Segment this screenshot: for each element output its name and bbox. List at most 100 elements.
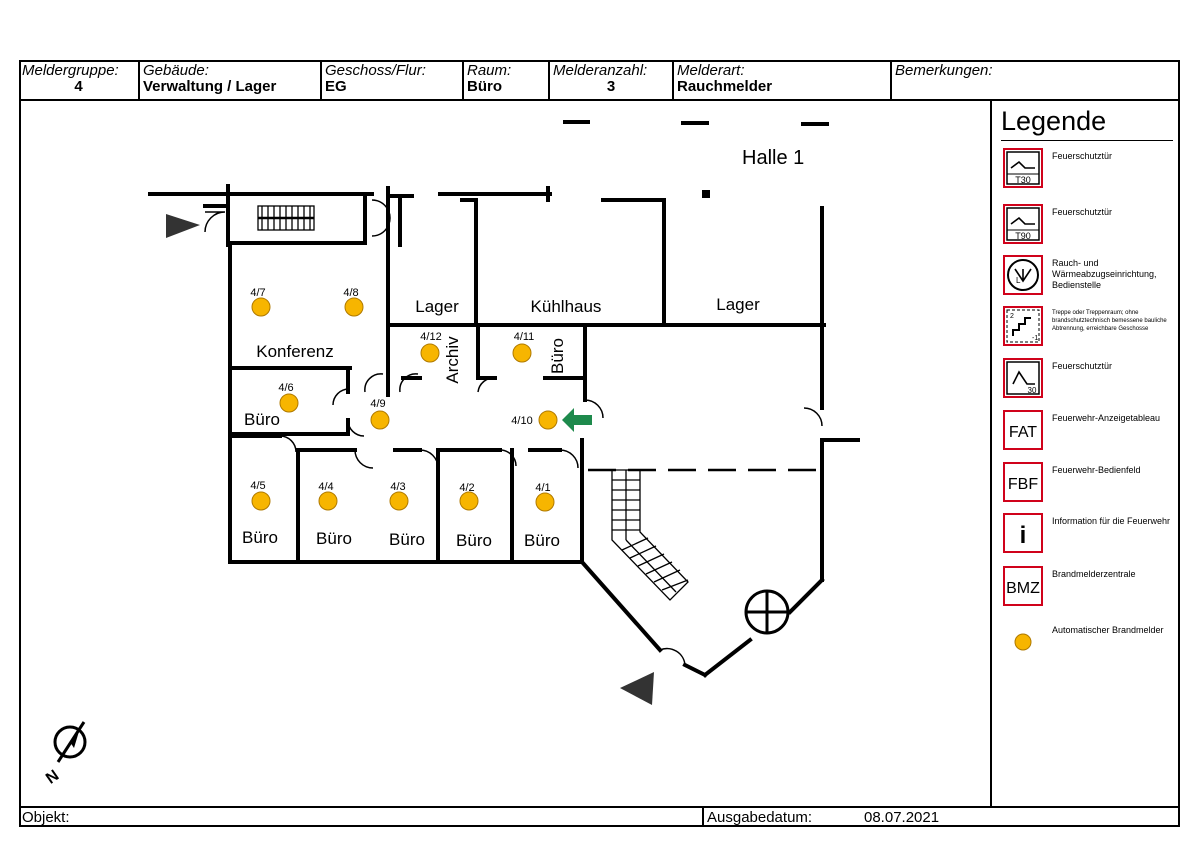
svg-text:BMZ: BMZ (1006, 580, 1040, 597)
smoke-detector-icon[interactable] (512, 343, 532, 363)
smoke-detector-icon[interactable] (459, 491, 479, 511)
smoke-detector-icon[interactable] (538, 410, 558, 430)
detector-label: 4/11 (514, 331, 535, 343)
fat-icon: FAT (1003, 410, 1043, 450)
bemerkungen-cell: Bemerkungen: (892, 60, 1176, 99)
detector-label: 4/1 (535, 482, 550, 494)
detector-label: 4/12 (420, 331, 441, 343)
objekt-label: Objekt: (22, 809, 70, 826)
smoke-detector-icon[interactable] (420, 343, 440, 363)
raum-label: Raum: (467, 62, 512, 79)
info-icon: i (1003, 513, 1043, 553)
entrance-arrow-icon (620, 672, 654, 705)
smoke-detector-icon[interactable] (344, 297, 364, 317)
legend-item-text: Brandmelderzentrale (1052, 569, 1136, 579)
bmz-icon: BMZ (1003, 566, 1043, 606)
melderanzahl-label: Melderanzahl: (553, 62, 648, 79)
melderart-cell: Melderart: Rauchmelder (674, 60, 892, 99)
room-label: Kühlhaus (531, 297, 602, 316)
svg-text:FAT: FAT (1009, 424, 1037, 441)
geschoss-label: Geschoss/Flur: (325, 62, 426, 79)
smoke-vent-icon: L (1003, 255, 1043, 295)
svg-text:T90: T90 (1015, 231, 1031, 241)
bemerkungen-label: Bemerkungen: (895, 62, 993, 79)
legend-item-text: Feuerschutztür (1052, 151, 1113, 161)
detector-label: 4/4 (318, 481, 333, 493)
melderanzahl-cell: Melderanzahl: 3 (550, 60, 674, 99)
legend-item-text: Feuerwehr-Anzeigetableau (1052, 413, 1161, 423)
detector-label: 4/8 (343, 287, 358, 299)
room-label: Lager (415, 297, 459, 316)
smoke-detector-icon[interactable] (318, 491, 338, 511)
raum-value: Büro (467, 78, 502, 95)
gebaeude-cell: Gebäude: Verwaltung / Lager (140, 60, 322, 99)
smoke-detector-icon[interactable] (535, 492, 555, 512)
raum-cell: Raum: Büro (464, 60, 550, 99)
smoke-detector-icon[interactable] (389, 491, 409, 511)
detector-label: 4/10 (511, 415, 532, 427)
detector-label: 4/2 (459, 482, 474, 494)
room-label: Konferenz (256, 342, 334, 361)
entrance-arrow-icon (166, 214, 200, 238)
svg-text:30: 30 (1028, 386, 1037, 395)
room-label: Büro (548, 338, 567, 374)
ausgabedatum-value: 08.07.2021 (864, 809, 940, 826)
drawing-frame (19, 60, 1180, 827)
fbf-icon: FBF (1003, 462, 1043, 502)
fire-door-30-icon: 30 (1003, 358, 1043, 398)
detector-label: 4/9 (370, 398, 385, 410)
svg-text:L: L (1016, 276, 1021, 285)
north-arrow-icon (53, 721, 87, 763)
svg-text:T30: T30 (1015, 175, 1031, 185)
title-block: Meldergruppe: 4 Gebäude: Verwaltung / La… (19, 60, 1180, 101)
melderanzahl-value: 3 (606, 78, 616, 95)
room-label: Büro (456, 531, 492, 550)
svg-text:2: 2 (1010, 313, 1014, 320)
room-label: Lager (716, 295, 760, 314)
legend-title: Legende (1001, 106, 1107, 136)
detector-icon (1003, 622, 1043, 662)
svg-text:-1: -1 (1032, 335, 1038, 342)
legend-divider (1001, 140, 1173, 141)
smoke-detector-icon[interactable] (370, 410, 390, 430)
legend-item-text: Automatischer Brandmelder (1052, 625, 1164, 635)
geschoss-value: EG (325, 78, 347, 95)
legend-item-text: Feuerschutztür (1052, 207, 1113, 217)
melderart-label: Melderart: (677, 62, 745, 79)
legend-item-text: Feuerschutztür (1052, 361, 1113, 371)
melderart-value: Rauchmelder (677, 78, 773, 95)
room-label: Büro (316, 529, 352, 548)
room-label: Büro (244, 410, 280, 429)
hall-label: Halle 1 (742, 147, 804, 169)
svg-text:FBF: FBF (1008, 476, 1038, 493)
legend-item-text: Rauch- und Wärmeabzugseinrichtung, Bedie… (1052, 258, 1157, 290)
north-label: N (43, 767, 62, 788)
legend-item-text: Treppe oder Treppenraum; ohne brandschut… (1052, 310, 1167, 332)
staircase-icon: 2 -1 (1003, 306, 1043, 346)
crosshair-circle-icon (744, 589, 790, 635)
escape-route-arrow-icon (562, 408, 592, 432)
footer-divider (702, 806, 704, 827)
room-label: Büro (524, 531, 560, 550)
smoke-detector-icon[interactable] (251, 297, 271, 317)
detector-label: 4/6 (278, 382, 293, 394)
footer-row: Objekt: Ausgabedatum: 08.07.2021 (19, 806, 1180, 827)
legend-item-text: Information für die Feuerwehr (1052, 516, 1171, 526)
legend-item-text: Feuerwehr-Bedienfeld (1052, 465, 1141, 475)
smoke-detector-icon[interactable] (279, 393, 299, 413)
gebaeude-label: Gebäude: (143, 62, 209, 79)
fire-door-t30-icon: T30 (1003, 148, 1043, 188)
meldergruppe-cell: Meldergruppe: 4 (19, 60, 140, 99)
smoke-detector-icon[interactable] (251, 491, 271, 511)
ausgabedatum-label: Ausgabedatum: (707, 809, 813, 826)
meldergruppe-value: 4 (74, 78, 83, 95)
meldergruppe-label: Meldergruppe: (22, 62, 119, 79)
svg-text:i: i (1020, 522, 1027, 549)
detector-label: 4/5 (250, 480, 265, 492)
fire-door-t90-icon: T90 (1003, 204, 1043, 244)
detector-label: 4/3 (390, 481, 405, 493)
gebaeude-value: Verwaltung / Lager (143, 78, 277, 95)
room-label: Archiv (443, 336, 462, 384)
